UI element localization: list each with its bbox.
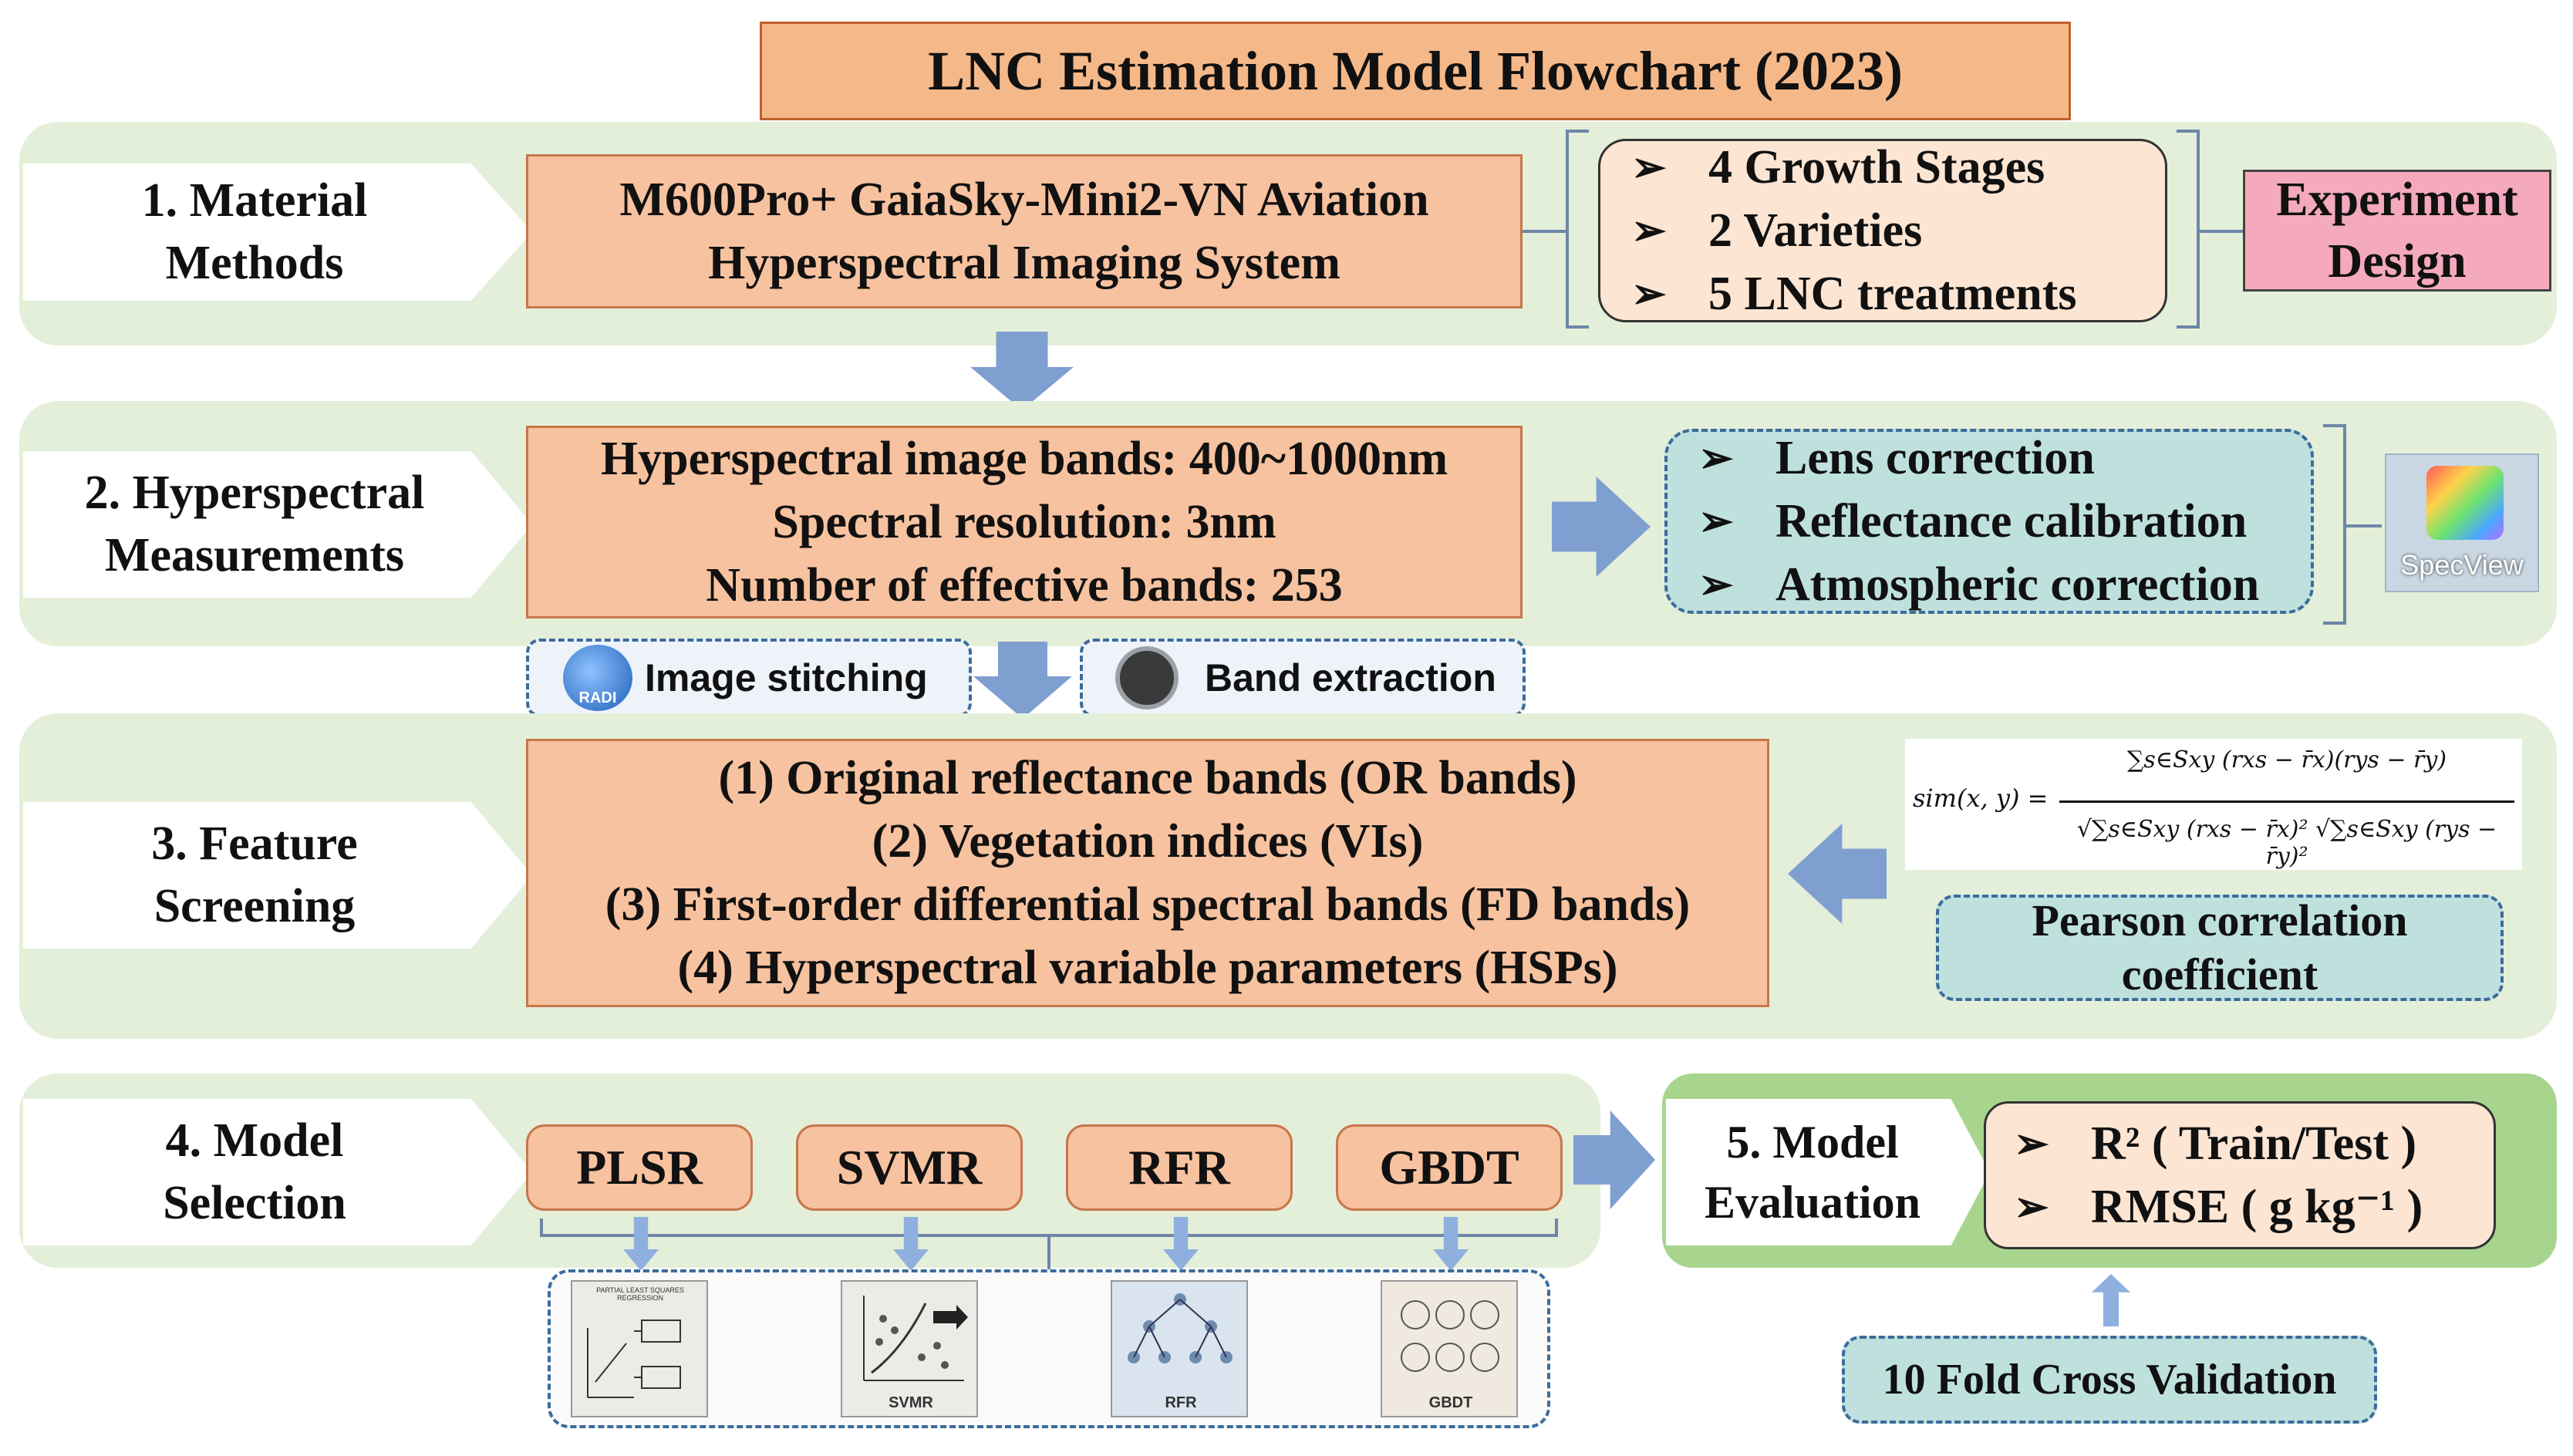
right-arrow-bullet-icon: ➢ <box>1698 561 1734 608</box>
experiment-design-box: Experiment Design <box>2243 170 2551 292</box>
plsr-thumbnail: PARTIAL LEAST SQUARES REGRESSION <box>571 1280 708 1417</box>
page-title: LNC Estimation Model Flowchart (2023) <box>760 22 2071 120</box>
feature-types-box: (1) Original reflectance bands (OR bands… <box>526 739 1769 1007</box>
metrics-list: ➢R² ( Train/Test ) ➢RMSE ( g kg⁻¹ ) <box>1984 1101 2496 1249</box>
connector-line <box>2200 230 2243 233</box>
formula-denominator: √∑s∈Sxy (rxs − r̄x)² √∑s∈Sxy (rys − r̄y)… <box>2076 816 2497 870</box>
block-arrow-icon <box>2092 1274 2130 1326</box>
list-item: ➢R² ( Train/Test ) <box>2014 1112 2494 1175</box>
plsr-sketch <box>587 1320 681 1398</box>
band-specs-box: Hyperspectral image bands: 400~1000nm Sp… <box>526 426 1523 618</box>
box-line: (3) First-order differential spectral ba… <box>605 878 1691 931</box>
fraction-bar <box>2059 800 2514 803</box>
connector-line <box>1523 230 1569 233</box>
box-line: Number of effective bands: 253 <box>706 559 1343 612</box>
thumb-caption: GBDT <box>1428 1394 1473 1411</box>
block-arrow-icon <box>973 642 1072 719</box>
right-arrow-bullet-icon: ➢ <box>1698 498 1734 544</box>
thumb-caption: SVMR <box>889 1394 933 1411</box>
bracket-tick <box>540 1218 543 1235</box>
similarity-formula: sim(x, y) = ∑s∈Sxy (rxs − r̄x)(rys − r̄y… <box>1905 739 2522 870</box>
row-label-model: 4. Model Selection <box>23 1099 532 1245</box>
right-arrow-bullet-icon: ➢ <box>1631 207 1667 254</box>
right-arrow-bullet-icon: ➢ <box>1631 271 1667 317</box>
list-item: ➢RMSE ( g kg⁻¹ ) <box>2014 1175 2494 1239</box>
radi-logo-icon: RADI <box>563 645 632 711</box>
row-label-hyperspectral: 2. Hyperspectral Measurements <box>23 451 532 598</box>
model-svmr: SVMR <box>796 1124 1023 1211</box>
rainbow-square <box>2426 466 2504 540</box>
list-item: ➢Atmospheric correction <box>1698 553 2311 616</box>
rfr-sketch <box>1128 1293 1233 1363</box>
thumb-caption: PARTIAL LEAST SQUARES REGRESSION <box>596 1286 684 1302</box>
list-item: ➢4 Growth Stages <box>1631 136 2165 199</box>
thumb-caption: RFR <box>1165 1394 1197 1411</box>
formula-numerator: ∑s∈Sxy (rxs − r̄x)(rys − r̄y) <box>2126 747 2447 774</box>
bracket-right <box>2177 130 2200 329</box>
radi-logo-text: RADI <box>578 689 617 706</box>
list-item: ➢Reflectance calibration <box>1698 490 2311 553</box>
box-line: (1) Original reflectance bands (OR bands… <box>718 752 1577 804</box>
specview-app-icon: SpecView <box>2385 453 2539 592</box>
rfr-thumbnail: RFR <box>1111 1280 1248 1417</box>
model-rfr: RFR <box>1066 1124 1293 1211</box>
row-label-material: 1. Material Methods <box>23 163 532 301</box>
box-line: M600Pro+ GaiaSky-Mini2-VN Aviation <box>619 174 1429 226</box>
connector-line <box>2346 524 2382 527</box>
bracket-right <box>2323 424 2346 625</box>
pearson-correlation-box: Pearson correlation coefficient <box>1936 895 2504 1001</box>
formula-lhs: sim(x, y) = <box>1913 784 2049 813</box>
box-line: (2) Vegetation indices (VIs) <box>872 815 1424 868</box>
experiment-factors-list: ➢4 Growth Stages ➢2 Varieties ➢5 LNC tre… <box>1598 139 2167 322</box>
box-line: Hyperspectral image bands: 400~1000nm <box>600 433 1448 485</box>
gbdt-sketch <box>1401 1300 1499 1372</box>
bracket-center-stem <box>1047 1234 1050 1288</box>
right-arrow-bullet-icon: ➢ <box>1698 435 1734 481</box>
model-plsr: PLSR <box>526 1124 753 1211</box>
svmr-sketch <box>863 1296 968 1381</box>
right-arrow-bullet-icon: ➢ <box>2014 1121 2049 1167</box>
list-item: ➢5 LNC treatments <box>1631 262 2165 325</box>
box-line: Spectral resolution: 3nm <box>772 496 1276 548</box>
right-arrow-bullet-icon: ➢ <box>2014 1184 2049 1230</box>
box-line: (4) Hyperspectral variable parameters (H… <box>677 942 1618 994</box>
box-line: Hyperspectral Imaging System <box>708 237 1340 289</box>
list-item: ➢2 Varieties <box>1631 199 2165 262</box>
right-arrow-bullet-icon: ➢ <box>1631 144 1667 190</box>
bracket-left <box>1566 130 1589 329</box>
row-label-evaluation: 5. Model Evaluation <box>1666 1099 1990 1245</box>
correction-steps-list: ➢Lens correction ➢Reflectance calibratio… <box>1664 429 2314 614</box>
imaging-system-box: M600Pro+ GaiaSky-Mini2-VN Aviation Hyper… <box>526 154 1523 308</box>
gbdt-thumbnail: GBDT <box>1381 1280 1518 1417</box>
model-gbdt: GBDT <box>1336 1124 1563 1211</box>
band-extraction-icon <box>1115 646 1179 709</box>
specview-label: SpecView <box>2400 549 2524 581</box>
cross-validation-box: 10 Fold Cross Validation <box>1842 1336 2377 1424</box>
row-label-feature: 3. Feature Screening <box>23 802 532 949</box>
svmr-thumbnail: SVMR <box>841 1280 978 1417</box>
list-item: ➢Lens correction <box>1698 426 2311 490</box>
bracket-tick <box>1555 1218 1558 1235</box>
